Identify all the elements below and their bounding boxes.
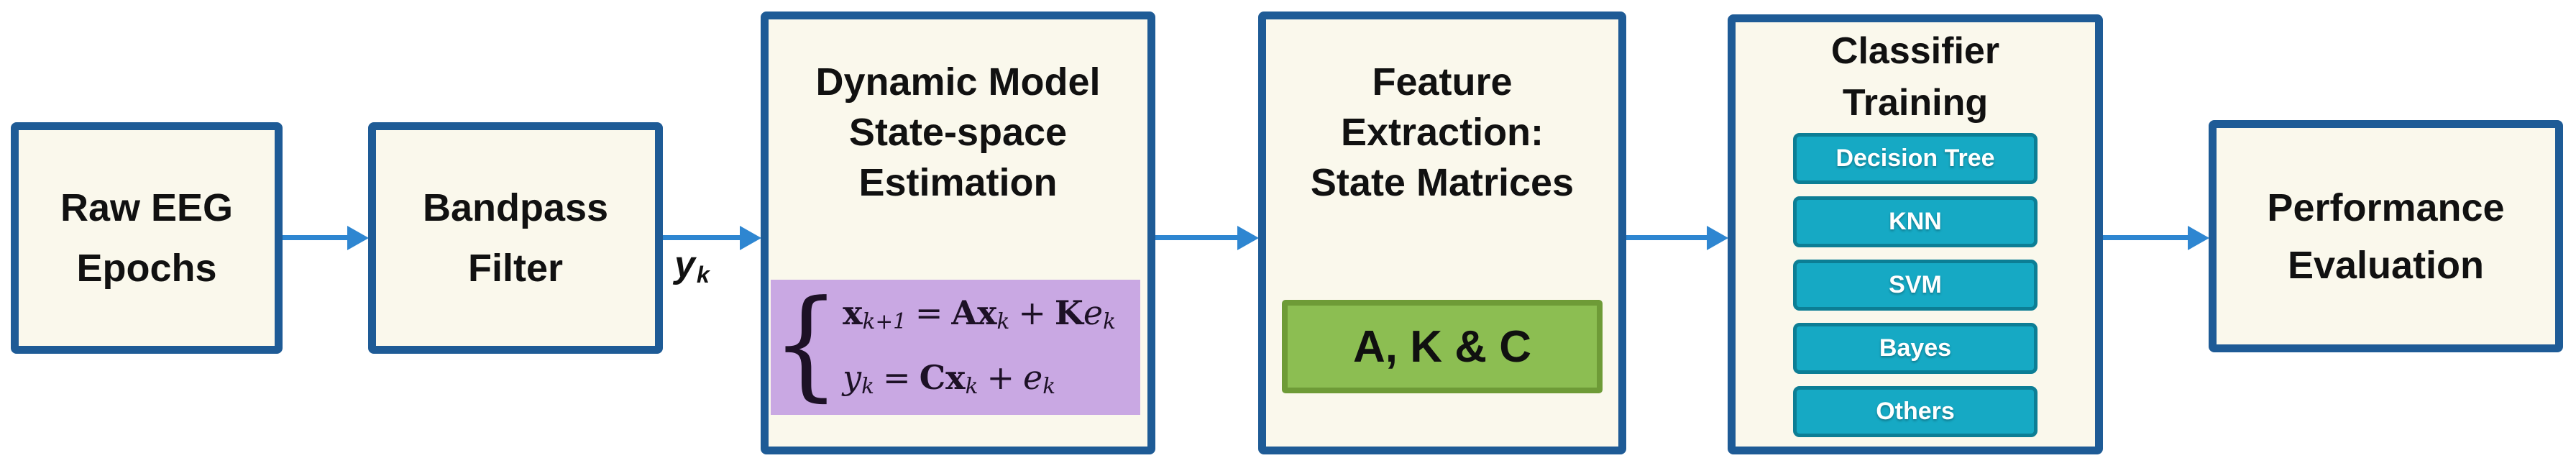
box-title-line: Bandpass: [422, 186, 609, 229]
raw-eeg-epochs-label: Raw EEG Epochs: [19, 130, 275, 346]
box-title-line: Estimation: [858, 161, 1058, 204]
state-space-equations: xk+1=Axk+Kek yk=Cxk+ek: [843, 283, 1116, 412]
flow-arrow-5: [2103, 235, 2188, 240]
yk-signal-label: yk: [674, 243, 710, 288]
flow-arrow-3: [1155, 235, 1238, 240]
classifier-item-svm: SVM: [1793, 260, 2038, 311]
box-title-line: Performance: [2267, 186, 2505, 229]
flow-arrow-4: [1626, 235, 1708, 240]
raw-eeg-epochs-box: Raw EEG Epochs: [11, 122, 283, 354]
box-title-line: Evaluation: [2287, 243, 2485, 287]
box-title-line: Feature: [1372, 60, 1513, 104]
box-title-line: Dynamic Model: [815, 60, 1101, 104]
state-matrices-chip: A, K & C: [1282, 300, 1603, 393]
feature-extraction-box: Feature Extraction: State Matrices A, K …: [1258, 12, 1626, 454]
performance-evaluation-box: Performance Evaluation: [2209, 120, 2563, 352]
bandpass-filter-box: Bandpass Filter: [368, 122, 663, 354]
yk-subscript: k: [696, 262, 710, 288]
classifier-training-box: Classifier Training Decision Tree KNN SV…: [1728, 14, 2103, 454]
box-title-line: Classifier: [1830, 30, 2000, 72]
box-title-line: Epochs: [76, 247, 217, 290]
yk-base: y: [674, 244, 695, 285]
box-title-line: Extraction:: [1340, 111, 1544, 154]
performance-evaluation-label: Performance Evaluation: [2217, 128, 2555, 344]
classifier-item-others: Others: [1793, 386, 2038, 437]
output-equation: yk=Cxk+ek: [843, 358, 1056, 399]
state-equation: xk+1=Axk+Kek: [843, 293, 1116, 334]
box-title-line: State-space: [848, 111, 1068, 154]
box-title-line: Training: [1842, 82, 1989, 124]
box-title-line: Raw EEG: [60, 186, 234, 229]
classifier-training-label: Classifier Training: [1736, 22, 2095, 129]
dynamic-model-box: Dynamic Model State-space Estimation { x…: [761, 12, 1155, 454]
box-title-line: State Matrices: [1310, 161, 1575, 204]
state-space-equations-panel: { xk+1=Axk+Kek yk=Cxk+ek: [771, 280, 1140, 415]
feature-extraction-label: Feature Extraction: State Matrices: [1266, 19, 1618, 208]
classifier-item-knn: KNN: [1793, 196, 2038, 247]
classifier-list: Decision Tree KNN SVM Bayes Others: [1736, 133, 2095, 437]
equation-brace: {: [772, 274, 840, 413]
dynamic-model-label: Dynamic Model State-space Estimation: [769, 19, 1147, 208]
flow-arrow-1: [283, 235, 348, 240]
flow-arrow-2: [663, 235, 741, 240]
bandpass-filter-label: Bandpass Filter: [376, 130, 655, 346]
classifier-item-bayes: Bayes: [1793, 323, 2038, 374]
box-title-line: Filter: [467, 247, 564, 290]
classifier-item-decision-tree: Decision Tree: [1793, 133, 2038, 184]
